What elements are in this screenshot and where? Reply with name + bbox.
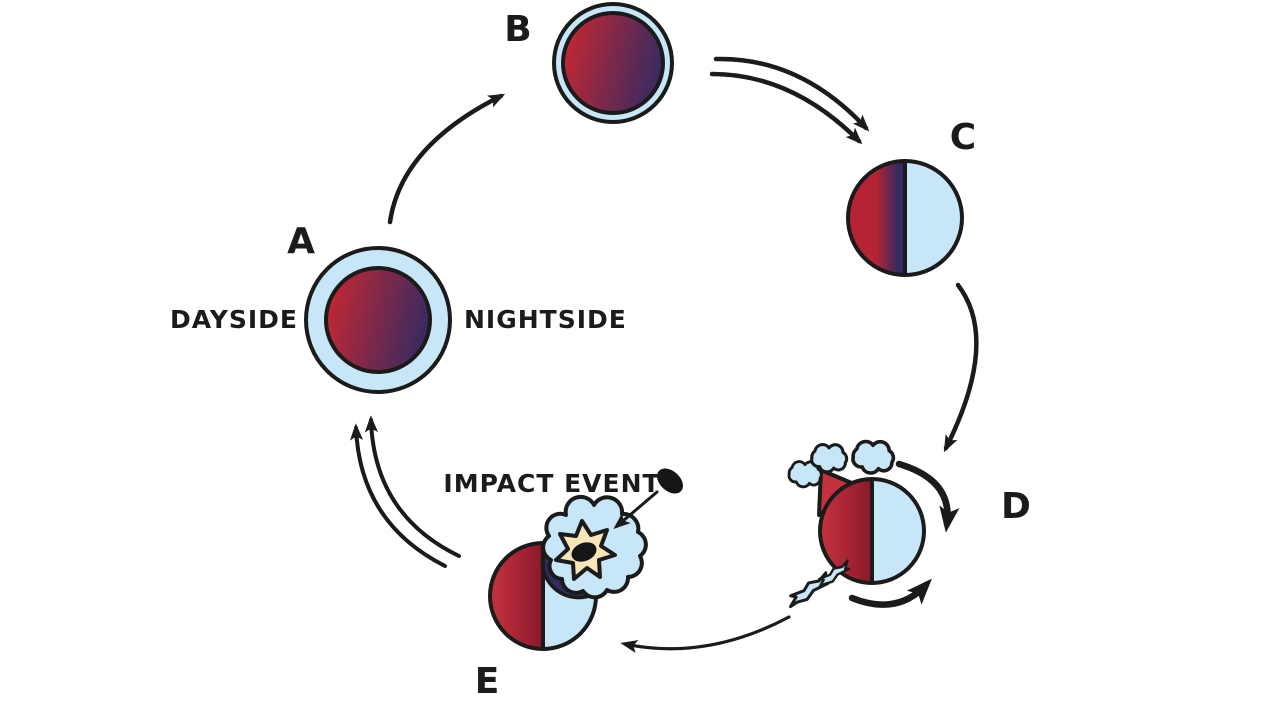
planet-surface-gradient [561,11,665,115]
impactor-arrow [613,490,659,530]
impact-event-label: IMPACT EVENT [443,469,660,498]
crater-icon [571,542,597,562]
planet-surface-gradient [324,266,432,374]
stage-a-label: A [287,221,315,262]
stage-b-planet [552,2,674,124]
stage-a-planet [304,246,452,394]
impactor-icon [656,468,684,494]
cloud-icon [851,439,896,475]
debris-streak-icon [818,559,851,589]
stage-b-label: B [504,9,531,50]
planet-magma-half [820,479,872,583]
planet-magma-half [490,543,543,649]
arrow-d-to-e [620,615,791,653]
arrow-b-to-c-outer [713,56,870,132]
rotation-arrow-bottom [848,578,932,608]
stage-d-planet [787,439,960,609]
stage-e-label: E [475,661,500,702]
stage-e-planet [488,494,648,651]
planet-outline [846,159,964,277]
impactor-pointer [613,468,684,530]
debris-streak-icon [789,571,830,609]
nightside-label: NIGHTSIDE [464,305,627,334]
stage-d-label: D [1001,486,1031,527]
arrow-e-to-a-inner [364,415,461,558]
cloud-icon [810,443,849,474]
planet-dayside-half [848,161,905,275]
cloud-icon [787,460,823,489]
stage-c-planet [846,159,964,277]
arrow-b-to-c-inner [709,71,863,145]
rotation-arrow-top [895,460,960,533]
arrow-e-to-a-outer [349,423,447,568]
planet-outline [818,477,926,585]
arrow-c-to-d [943,282,979,453]
dayside-label: DAYSIDE [170,305,298,334]
arrow-a-to-b [387,93,506,225]
stage-c-label: C [950,117,976,158]
